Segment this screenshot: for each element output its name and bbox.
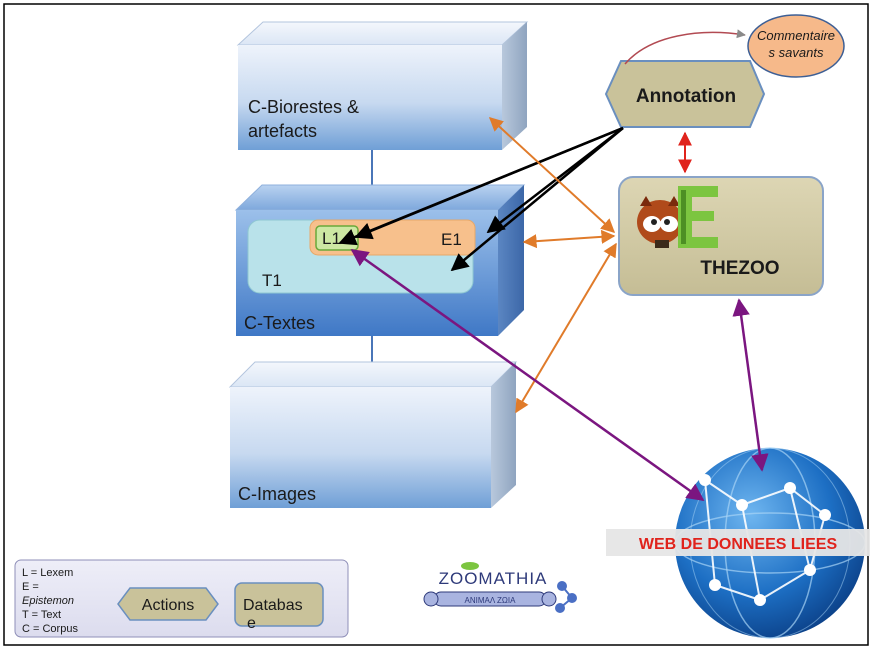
- legend-line-5: C = Corpus: [22, 623, 78, 635]
- legend-line-3: Epistemon: [22, 595, 74, 607]
- legend-database-label-1: Databas: [243, 597, 303, 614]
- c-biorestes-label-2: artefacts: [248, 121, 317, 141]
- biorestes-thezoo-arrow: [488, 117, 616, 233]
- c-textes-label: C-Textes: [244, 313, 315, 333]
- l1-label: L1: [322, 229, 341, 248]
- c-biorestes-box: [236, 21, 529, 150]
- legend-actions-label: Actions: [142, 597, 194, 614]
- legend-line-4: T = Text: [22, 609, 61, 621]
- commentaires-label-2: s savants: [769, 45, 824, 60]
- t1-label: T1: [262, 271, 282, 290]
- l1-web-arrow: [350, 248, 705, 502]
- legend-database-box: [234, 582, 324, 627]
- c-images-label: C-Images: [238, 484, 316, 504]
- red-panda-icon: [637, 196, 683, 248]
- annotation-to-commentaires-arrow: [624, 29, 746, 65]
- legend-actions-shape: [117, 587, 219, 621]
- legend-line-1: L = Lexem: [22, 567, 73, 579]
- logo-line-1: ZOOMATHIA: [439, 569, 548, 588]
- thezoo-web-arrow: [732, 298, 769, 472]
- images-thezoo-arrow: [515, 242, 617, 414]
- logo-line-2: ΑΝΙΜΑΛ ΖΩΙΑ: [465, 596, 517, 605]
- commentaires-ellipse: [747, 14, 845, 78]
- textes-thezoo-arrow: [522, 229, 616, 249]
- e1-label: E1: [441, 230, 462, 249]
- commentaires-label-1: Commentaire: [757, 28, 835, 43]
- e-letter-icon: [678, 186, 718, 248]
- legend-line-2: E =: [22, 581, 39, 593]
- web-label-bg: [606, 529, 870, 556]
- thezoo-label: THEZOO: [700, 258, 779, 279]
- outer-frame: [3, 3, 869, 646]
- annotation-label: Annotation: [636, 86, 736, 107]
- web-label: WEB DE DONNEES LIEES: [639, 536, 838, 553]
- annotation-shape: [604, 60, 766, 128]
- c-biorestes-label-1: C-Biorestes &: [248, 97, 359, 117]
- legend-database-label-2: e: [247, 615, 256, 632]
- zoomathia-logo: ZOOMATHIA ΑΝΙΜΑΛ ΖΩΙΑ: [423, 562, 577, 613]
